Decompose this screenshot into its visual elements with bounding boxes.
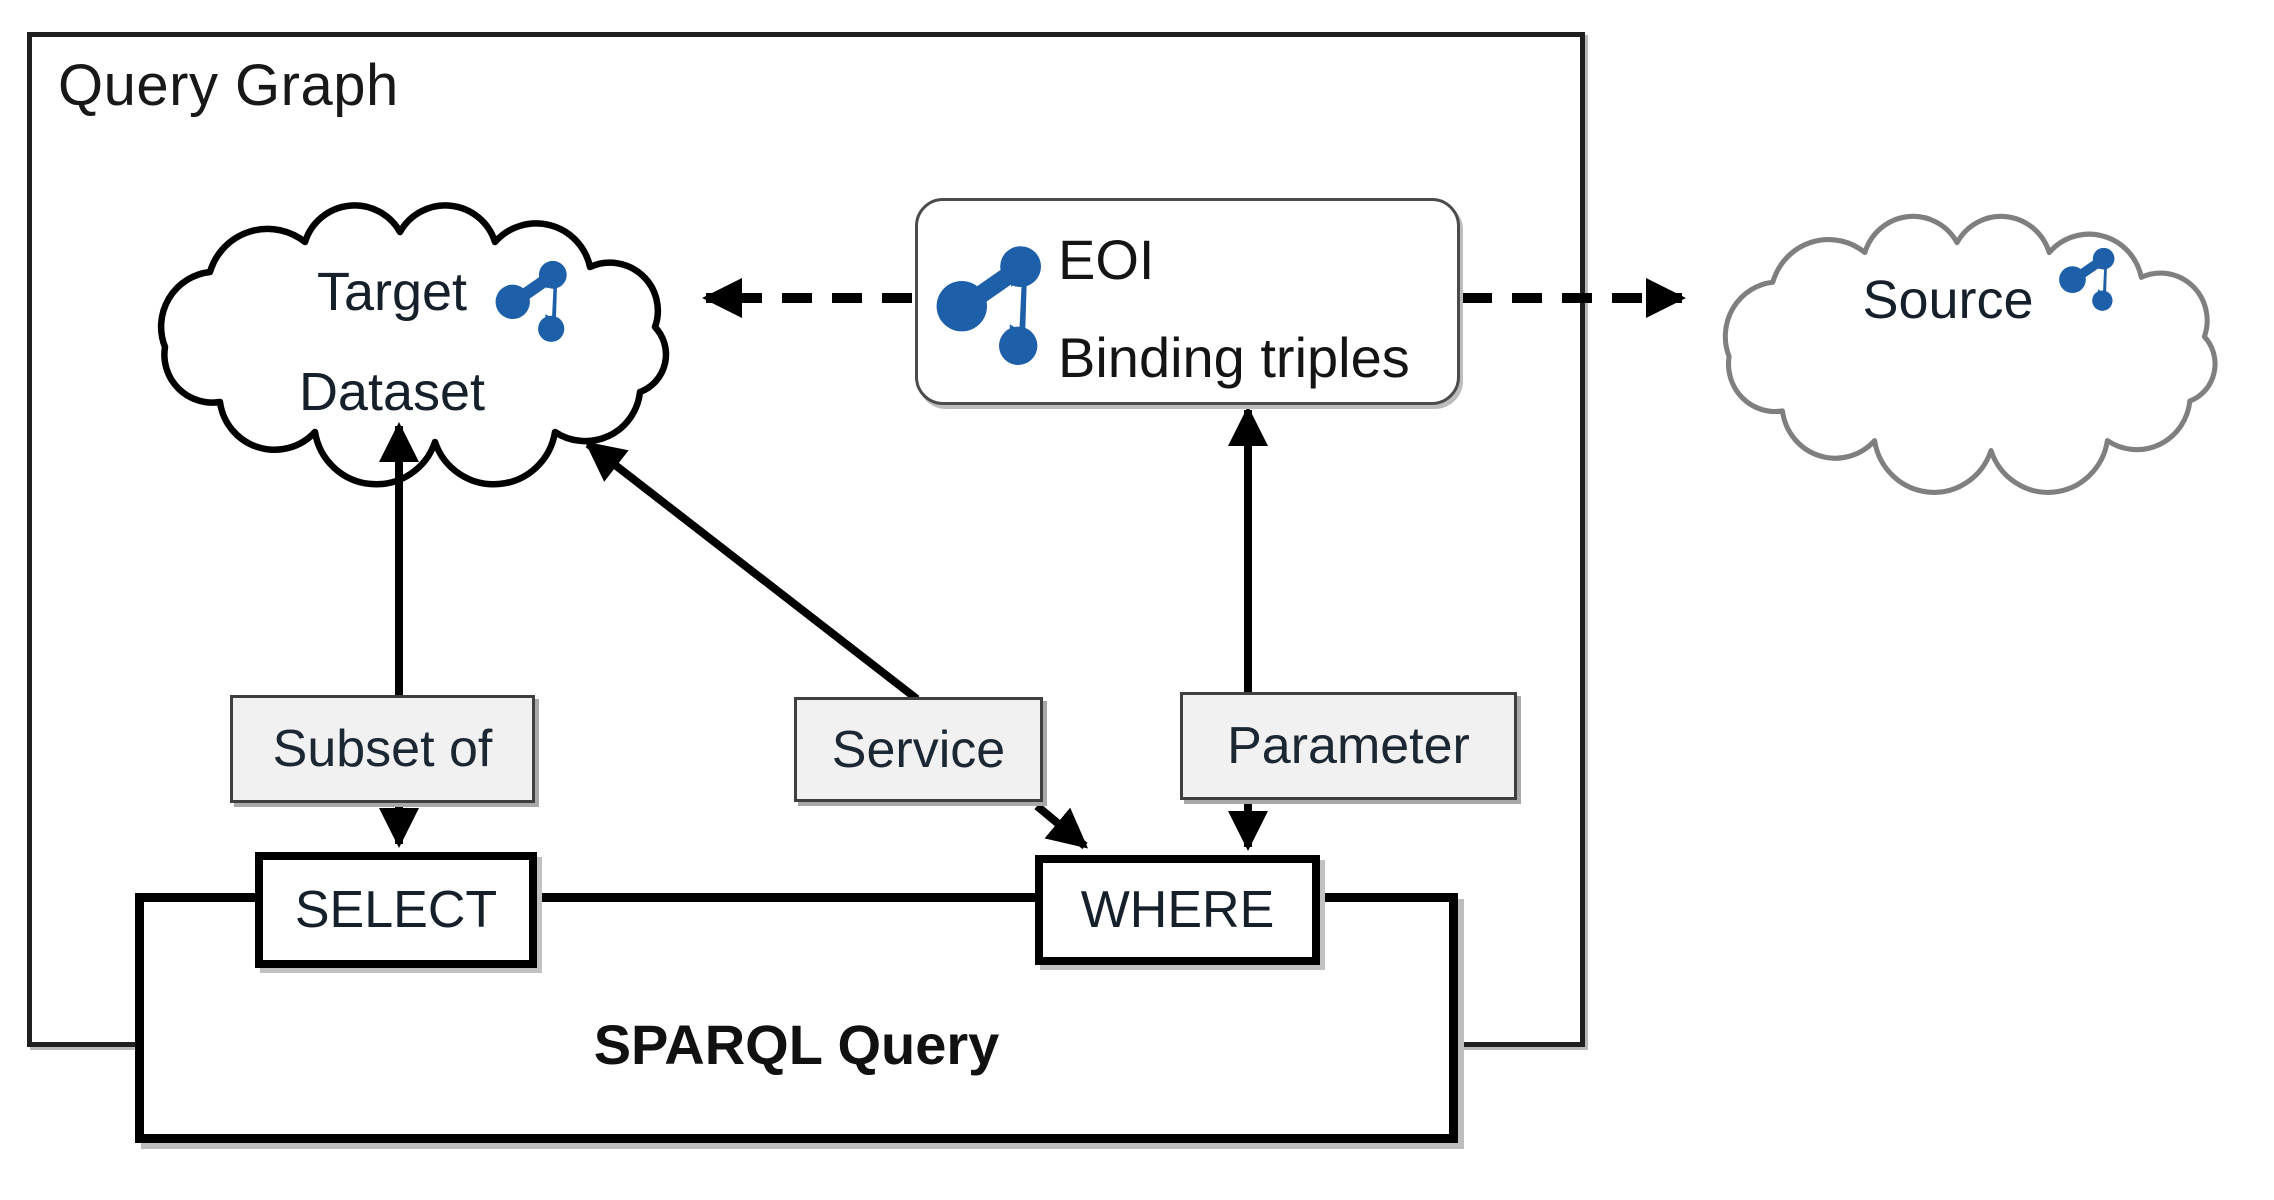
eoi-binding-triples-node: EOI Binding triples xyxy=(915,198,1460,405)
sparql-query-label: SPARQL Query xyxy=(593,1013,1000,1076)
target-dataset-label: Target Dataset xyxy=(212,242,572,442)
eoi-node-label: EOI Binding triples xyxy=(1058,211,1410,407)
subset-of-edge-label: Subset of xyxy=(230,695,535,803)
target-label-line2: Dataset xyxy=(298,362,486,422)
parameter-edge-label: Parameter xyxy=(1180,692,1517,800)
arrow-service-to-where xyxy=(1034,802,1089,850)
query-graph-title: Query Graph xyxy=(58,53,399,118)
target-label-line1: Target xyxy=(316,262,468,322)
arrow-service-to-target-cloud xyxy=(584,440,920,703)
rdf-graph-icon xyxy=(495,260,567,342)
where-clause-box: WHERE xyxy=(1035,855,1320,965)
select-clause-box: SELECT xyxy=(255,852,537,968)
rdf-graph-icon xyxy=(2059,247,2115,311)
eoi-label-line1: EOI xyxy=(1058,228,1155,291)
service-edge-label: Service xyxy=(794,697,1043,802)
eoi-label-line2: Binding triples xyxy=(1058,326,1410,389)
rdf-graph-icon xyxy=(936,246,1041,365)
source-label: Source xyxy=(1862,270,2034,330)
source-cloud xyxy=(1725,216,2215,492)
